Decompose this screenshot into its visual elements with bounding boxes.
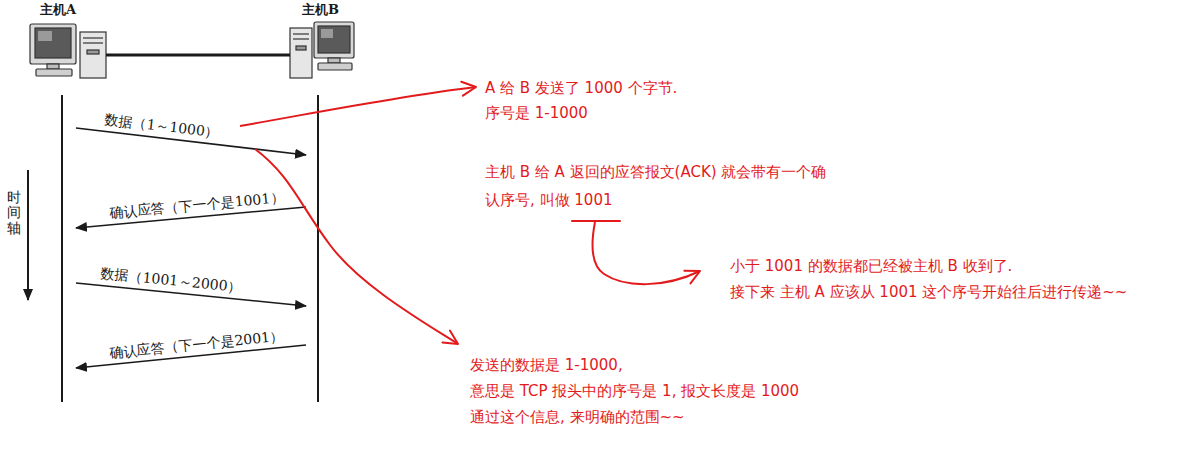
lifeline (61, 95, 63, 402)
axis-label: 时间轴 (7, 190, 21, 236)
annotation-note: 序号是 1-1000 (485, 103, 588, 123)
message-label: 数据（1001～2000） (100, 265, 242, 296)
annotation-arrow (592, 222, 700, 284)
annotation-note: 通过这个信息, 来明确的范围~~ (470, 407, 685, 427)
annotation-arrow (255, 149, 458, 344)
annotation-underline (572, 220, 620, 222)
annotation-note: 发送的数据是 1-1000, (470, 355, 623, 375)
host-label: 主机A (40, 2, 76, 19)
lifeline (317, 95, 319, 402)
network-cable (106, 54, 290, 57)
annotation-arrow (240, 87, 476, 126)
annotation-note: 接下来 主机 A 应该从 1001 这个序号开始往后进行传递~~ (730, 282, 1127, 302)
annotation-note: 小于 1001 的数据都已经被主机 B 收到了. (730, 256, 1012, 276)
computer-icon (290, 22, 354, 78)
message-label: 数据（1～1000） (104, 111, 220, 141)
host-computer: 主机A (28, 0, 106, 80)
annotation-note: 意思是 TCP 报头中的序号是 1, 报文长度是 1000 (470, 381, 799, 401)
time-axis-arrow (27, 170, 29, 300)
host-label: 主机B (302, 2, 339, 19)
annotation-note: 主机 B 给 A 返回的应答报文(ACK) 就会带有一个确 认序号, 叫做 10… (485, 158, 855, 214)
annotation-note: A 给 B 发送了 1000 个字节. (485, 78, 677, 98)
host-computer: 主机B (290, 0, 356, 80)
computer-icon (30, 24, 106, 78)
